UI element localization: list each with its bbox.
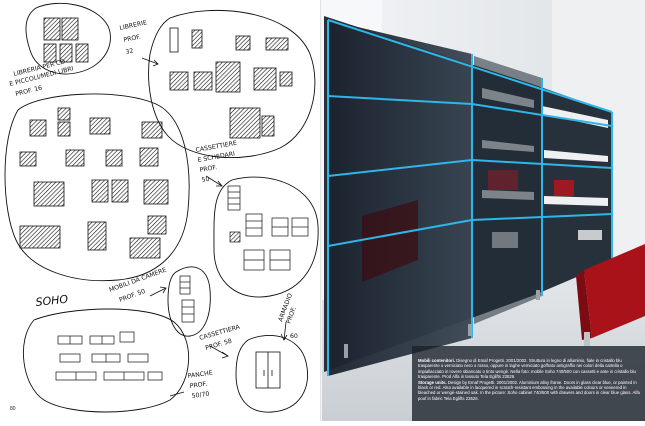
label-cassettiera-1: CASSETTIERA — [199, 323, 242, 341]
label-cassettiere-3: PROF. — [199, 164, 217, 174]
caption-italian-title: Mobili contenitori. — [418, 358, 455, 363]
label-panche-3: 50/70 — [191, 391, 210, 400]
caption-english-body: Design by Emaf Progetti. 2001/2002. Alum… — [418, 379, 640, 401]
librerie-units — [169, 27, 293, 139]
bubble-cd-library — [25, 2, 111, 75]
glass-door-left — [328, 20, 472, 376]
bubble-cassettiere — [213, 176, 319, 298]
blue-glass-edges — [327, 19, 613, 376]
label-mobili-2: PROF. 50 — [118, 288, 146, 304]
bubble-librerie — [148, 9, 316, 159]
caption-italian-body: Disegno di Emaf Progetti. 2001/2002. Str… — [418, 358, 636, 380]
right-page-photo: Mobili contenitori. Disegno di Emaf Prog… — [322, 0, 645, 421]
cabinet-feet — [344, 290, 540, 358]
bubble-cassettiera — [167, 266, 211, 337]
main-units — [19, 107, 169, 259]
label-librerie-3: 32 — [125, 47, 134, 55]
label-cd-3: PROF. 16 — [15, 85, 43, 98]
label-panche-2: PROF. — [189, 381, 207, 390]
glass-door-mid — [474, 56, 542, 324]
bubble-armadio — [235, 334, 308, 413]
label-cassettiere-4: 50 — [201, 176, 210, 184]
furniture-sketches: LIBRERIA PER CD E PICCOLI/MEDI LIBRI PRO… — [4, 2, 319, 413]
cd-units — [43, 17, 89, 63]
armadio-unit — [255, 351, 281, 389]
soho-units — [55, 331, 163, 381]
product-photo — [322, 0, 645, 421]
label-panche-1: PANCHE — [187, 370, 213, 380]
cassettiera-units — [179, 275, 195, 323]
caption-english: Storage units. Design by Emaf Progetti. … — [418, 380, 640, 402]
label-librerie-1: LIBRERIE — [119, 19, 148, 32]
bubble-main-units — [4, 93, 190, 282]
left-page-sketches: LIBRERIA PER CD E PICCOLI/MEDI LIBRI PRO… — [0, 0, 322, 421]
red-pouf — [576, 244, 645, 346]
caption-italian: Mobili contenitori. Disegno di Emaf Prog… — [418, 358, 640, 380]
page-number: 80 — [10, 406, 16, 412]
photo-caption: Mobili contenitori. Disegno di Emaf Prog… — [418, 358, 640, 401]
label-soho: SOHO — [35, 293, 69, 309]
label-cassettiera-2: PROF. 58 — [205, 338, 233, 352]
caption-english-title: Storage units. — [418, 379, 447, 385]
bubble-soho — [22, 308, 189, 413]
label-librerie-2: PROF. — [123, 33, 142, 43]
label-armadio-3: 60 — [290, 333, 298, 340]
cassettiere-units — [227, 185, 309, 271]
